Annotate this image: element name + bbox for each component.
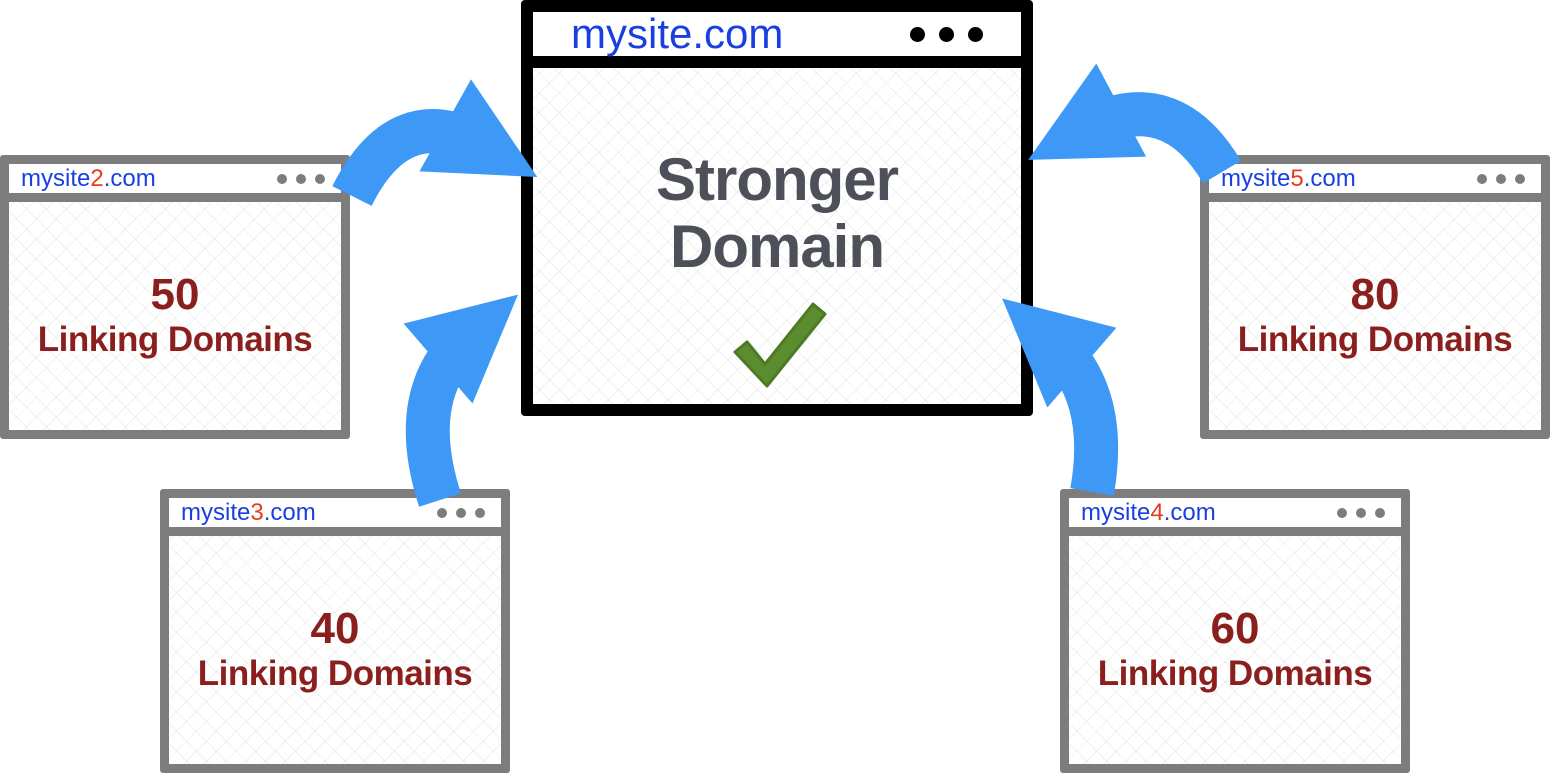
main-site-window: mysite.com Stronger Domain [521,0,1033,416]
linking-domain-count: 80 [1350,270,1400,320]
site-window-content: 60 Linking Domains [1069,536,1401,764]
site-window-content: 50 Linking Domains [9,202,341,430]
linking-domain-count: 50 [150,270,200,320]
main-window-title-bar: mysite.com [533,12,1021,68]
site-window-content: 40 Linking Domains [169,536,501,764]
linking-domain-label: Linking Domains [1237,319,1513,359]
headline-line-2: Domain [669,213,885,281]
window-menu-dots-icon [1328,507,1385,518]
curved-arrow-icon [403,294,518,507]
linking-domain-label: Linking Domains [1097,653,1373,693]
window-menu-dots-icon [896,26,983,42]
window-menu-dots-icon [1468,173,1525,184]
site-window-title-bar: mysite3.com [169,498,501,536]
window-menu-dots-icon [268,173,325,184]
window-menu-dots-icon [428,507,485,518]
curved-arrow-icon [332,79,538,207]
main-headline: Stronger Domain [655,146,899,281]
site-window-mysite3: mysite3.com 40 Linking Domains [160,489,510,773]
site-window-title-bar: mysite2.com [9,164,341,202]
site-window-title-bar: mysite4.com [1069,498,1401,536]
site-window-mysite4: mysite4.com 60 Linking Domains [1060,489,1410,773]
main-site-url: mysite.com [571,10,784,57]
site-url: mysite4.com [1081,498,1216,526]
site-window-content: 80 Linking Domains [1209,202,1541,430]
headline-line-1: Stronger [655,146,899,213]
linking-domain-count: 60 [1210,604,1260,654]
linking-domain-label: Linking Domains [197,653,473,693]
main-window-content: Stronger Domain [533,68,1021,404]
site-url: mysite3.com [181,498,316,526]
site-url: mysite2.com [21,164,156,192]
site-window-title-bar: mysite5.com [1209,164,1541,202]
checkmark-icon [725,298,829,399]
site-window-mysite5: mysite5.com 80 Linking Domains [1200,155,1550,439]
linking-domain-count: 40 [310,604,360,654]
site-window-mysite2: mysite2.com 50 Linking Domains [0,155,350,439]
curved-arrow-icon [1002,298,1119,496]
linking-domain-label: Linking Domains [37,319,313,359]
site-url: mysite5.com [1221,164,1356,192]
